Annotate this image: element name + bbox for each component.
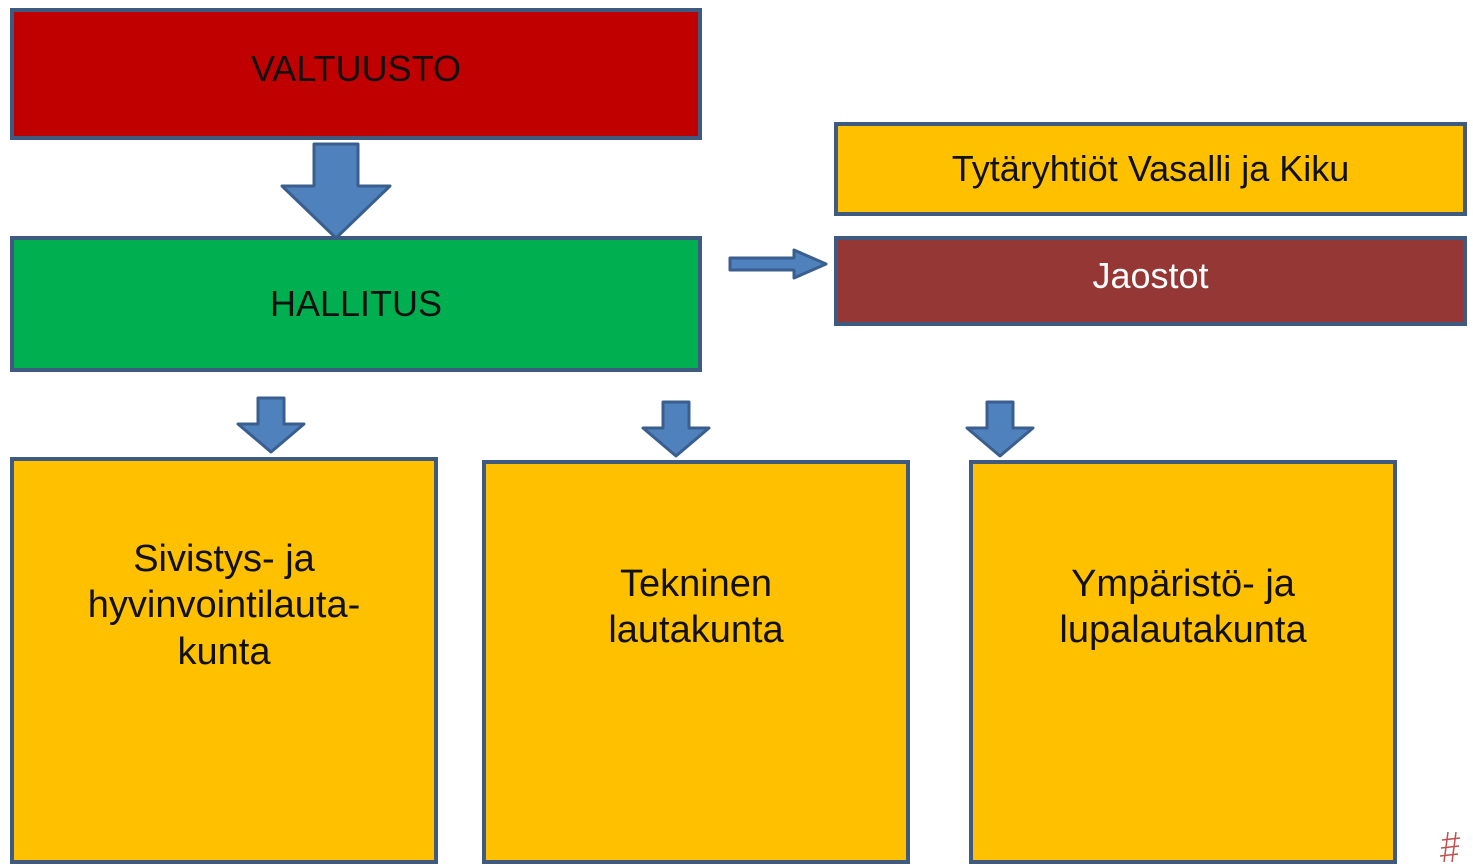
corner-logo-mark: [1439, 831, 1461, 863]
node-ymparisto: Ympäristö- ja lupalautakunta: [969, 460, 1397, 864]
node-tytaryhtiot: Tytäryhtiöt Vasalli ja Kiku: [834, 122, 1467, 216]
node-ymparisto-line: lupalautakunta: [1059, 609, 1307, 651]
node-ymparisto-line: Ympäristö- ja: [1071, 562, 1295, 605]
node-jaostot-label: Jaostot: [1092, 255, 1209, 296]
node-sivistys-line: Sivistys- ja: [133, 537, 315, 580]
node-hallitus-label: HALLITUS: [269, 283, 443, 324]
arrow-hallitus-to-sivistys: [236, 396, 306, 454]
node-valtuusto-label: VALTUUSTO: [250, 48, 462, 89]
node-sivistys: Sivistys- ja hyvinvointilauta- kunta: [10, 457, 438, 864]
node-sivistys-line: hyvinvointilauta-: [87, 584, 361, 627]
node-sivistys-line: kunta: [177, 630, 271, 673]
node-jaostot: Jaostot: [834, 236, 1467, 326]
node-tekninen-line: Tekninen: [619, 562, 773, 605]
arrow-hallitus-to-tekninen: [641, 400, 711, 458]
node-valtuusto: VALTUUSTO: [10, 8, 702, 140]
arrow-valtuusto-to-hallitus: [280, 142, 392, 240]
node-tytaryhtiot-label: Tytäryhtiöt Vasalli ja Kiku: [951, 148, 1350, 189]
node-tekninen-line: lautakunta: [608, 609, 784, 651]
arrow-hallitus-to-ymparisto: [965, 400, 1035, 458]
node-hallitus: HALLITUS: [10, 236, 702, 372]
node-tekninen: Tekninen lautakunta: [482, 460, 910, 864]
arrow-hallitus-to-jaostot: [728, 248, 828, 280]
